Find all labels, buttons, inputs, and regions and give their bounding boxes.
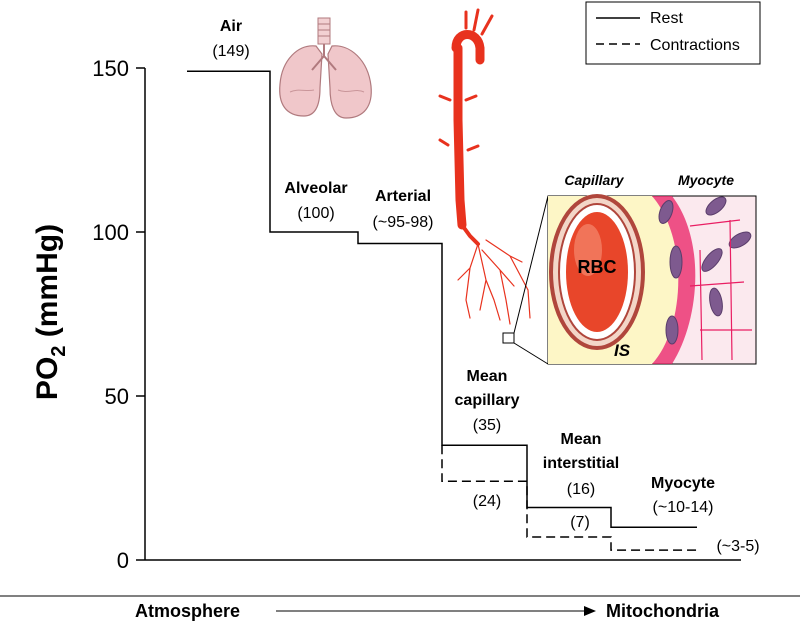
y-axis-label-unit: (mmHg) bbox=[31, 224, 64, 346]
stage-value-air: (149) bbox=[212, 43, 249, 60]
y-axis-ticks: 0 50 100 150 bbox=[92, 56, 145, 573]
stage-name-air: Air bbox=[220, 18, 242, 35]
stage-value-alveolar: (100) bbox=[297, 205, 334, 222]
stage-label-air: Air (149) bbox=[212, 18, 249, 60]
capillary-inset: Capillary Myocyte RBC IS bbox=[547, 172, 757, 365]
stage-name-myocyte: Myocyte bbox=[651, 475, 715, 492]
legend: Rest Contractions bbox=[585, 1, 761, 65]
stage-label-mean-capillary: Mean capillary (35) bbox=[455, 368, 520, 434]
stage-value-mean-capillary: (35) bbox=[473, 417, 501, 434]
y-tick-label: 150 bbox=[92, 56, 129, 81]
bottom-label-atmosphere: Atmosphere bbox=[135, 601, 240, 621]
legend-box bbox=[585, 1, 761, 65]
stage-label-mean-interstitial: Mean interstitial (16) bbox=[543, 431, 619, 498]
stage-label-arterial: Arterial (~95-98) bbox=[373, 188, 434, 231]
stage-name-mean-capillary-1: Mean bbox=[467, 368, 508, 385]
series-rest bbox=[187, 70, 697, 528]
artery-illustration bbox=[438, 8, 549, 365]
lungs-illustration bbox=[279, 17, 372, 119]
contraction-label-capillary: (24) bbox=[473, 493, 501, 510]
stage-name-alveolar: Alveolar bbox=[284, 180, 347, 197]
stage-value-arterial: (~95-98) bbox=[373, 214, 434, 231]
y-axis-label-sub: 2 bbox=[48, 346, 70, 357]
stage-name-arterial: Arterial bbox=[375, 188, 431, 205]
stage-name-mean-interstitial-2: interstitial bbox=[543, 455, 619, 472]
y-axis-label-main: PO bbox=[31, 357, 64, 400]
inset-label-capillary: Capillary bbox=[564, 172, 624, 188]
contraction-label-interstitial: (7) bbox=[570, 514, 590, 531]
y-axis-label: PO2 (mmHg) bbox=[31, 224, 70, 400]
legend-label-rest: Rest bbox=[650, 10, 683, 27]
y-tick-label: 0 bbox=[117, 548, 129, 573]
y-tick-label: 100 bbox=[92, 220, 129, 245]
rest-step-line bbox=[187, 70, 697, 528]
stage-label-myocyte: Myocyte (~10-14) bbox=[651, 475, 715, 516]
stage-name-mean-capillary-2: capillary bbox=[455, 392, 520, 409]
contraction-label-myocyte: (~3-5) bbox=[716, 538, 759, 555]
stage-value-mean-interstitial: (16) bbox=[567, 481, 595, 498]
stage-label-alveolar: Alveolar (100) bbox=[284, 180, 347, 222]
y-tick-label: 50 bbox=[105, 384, 129, 409]
stage-name-mean-interstitial-1: Mean bbox=[561, 431, 602, 448]
contractions-step-line bbox=[441, 445, 697, 551]
series-contractions bbox=[441, 445, 697, 551]
inset-label-is: IS bbox=[614, 341, 631, 360]
legend-label-contractions: Contractions bbox=[650, 37, 740, 54]
inset-label-rbc: RBC bbox=[578, 257, 617, 277]
inset-label-myocyte: Myocyte bbox=[678, 172, 734, 188]
direction-arrow-head bbox=[584, 606, 596, 616]
stage-value-myocyte: (~10-14) bbox=[653, 499, 714, 516]
bottom-label-mitochondria: Mitochondria bbox=[606, 601, 720, 621]
